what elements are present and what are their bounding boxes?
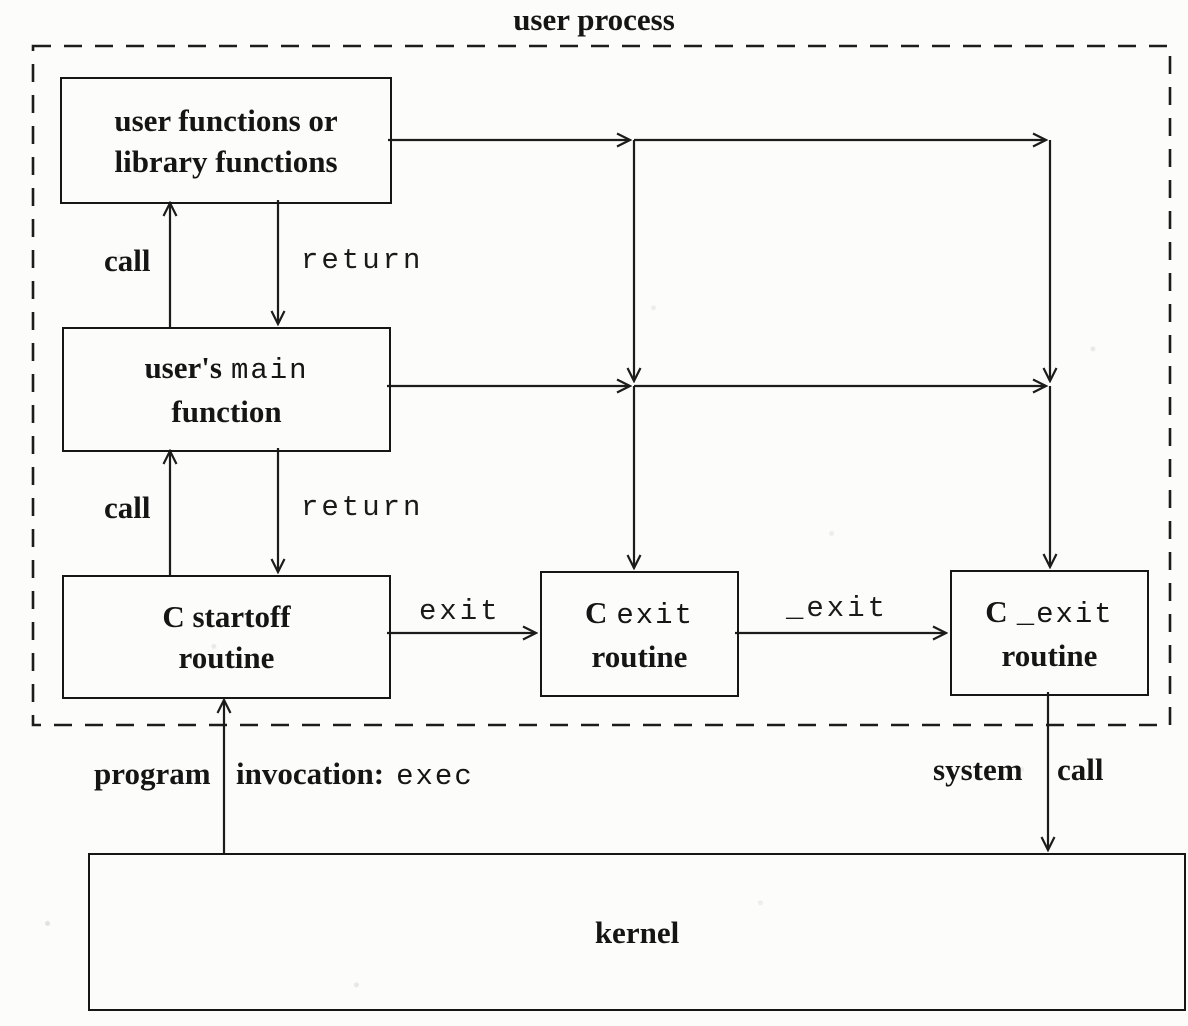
box-c-startoff-line1: C startoff	[162, 599, 291, 634]
label-exec: exec	[396, 760, 474, 793]
label-call-bottom: call	[104, 490, 151, 525]
box-user-main-line2: function	[171, 394, 282, 429]
box-kernel: kernel	[88, 853, 1186, 1011]
label-invocation-exec: invocation: exec	[236, 757, 474, 794]
box-c-exit-line1-mono: exit	[616, 598, 694, 632]
box-user-functions-line1: user functions or	[114, 102, 338, 138]
label-program: program	[94, 756, 211, 791]
box-user-functions-line2: library functions	[114, 143, 338, 179]
box-c-exit-line2: routine	[591, 638, 688, 674]
diagram-title: user process	[513, 2, 675, 37]
label-underscore-exit: _exit	[786, 592, 889, 625]
box-user-main-line1: user's main	[144, 347, 308, 391]
user-process-boundary	[31, 44, 1172, 727]
label-exit: exit	[419, 595, 501, 628]
box-c-exit: C exit routine	[540, 571, 739, 697]
label-invocation: invocation:	[236, 756, 385, 791]
box-kernel-label: kernel	[594, 914, 680, 950]
box-c-underscore-exit-line2: routine	[1001, 637, 1098, 673]
box-c-underscore-exit: C _exit routine	[950, 570, 1149, 696]
box-c-underscore-exit-line1-mono: _exit	[1016, 597, 1114, 631]
label-system: system	[933, 752, 1023, 787]
box-user-functions: user functions or library functions	[60, 77, 392, 204]
box-user-main: user's main function	[62, 327, 391, 452]
label-return-top: return	[301, 244, 424, 277]
box-c-exit-line1-serif: C	[584, 594, 608, 630]
box-user-main-line1-serif: user's	[144, 350, 222, 385]
box-c-underscore-exit-line1-serif: C	[985, 593, 1008, 629]
box-c-startoff-line2: routine	[178, 640, 275, 675]
label-system-call: call	[1057, 752, 1104, 787]
box-c-underscore-exit-line1: C _exit	[985, 591, 1113, 635]
box-c-exit-line1: C exit	[585, 592, 694, 636]
box-c-startoff: C startoff routine	[62, 575, 391, 699]
box-user-main-line1-mono: main	[230, 354, 309, 387]
label-call-top: call	[104, 243, 151, 278]
label-return-bottom: return	[301, 491, 424, 524]
